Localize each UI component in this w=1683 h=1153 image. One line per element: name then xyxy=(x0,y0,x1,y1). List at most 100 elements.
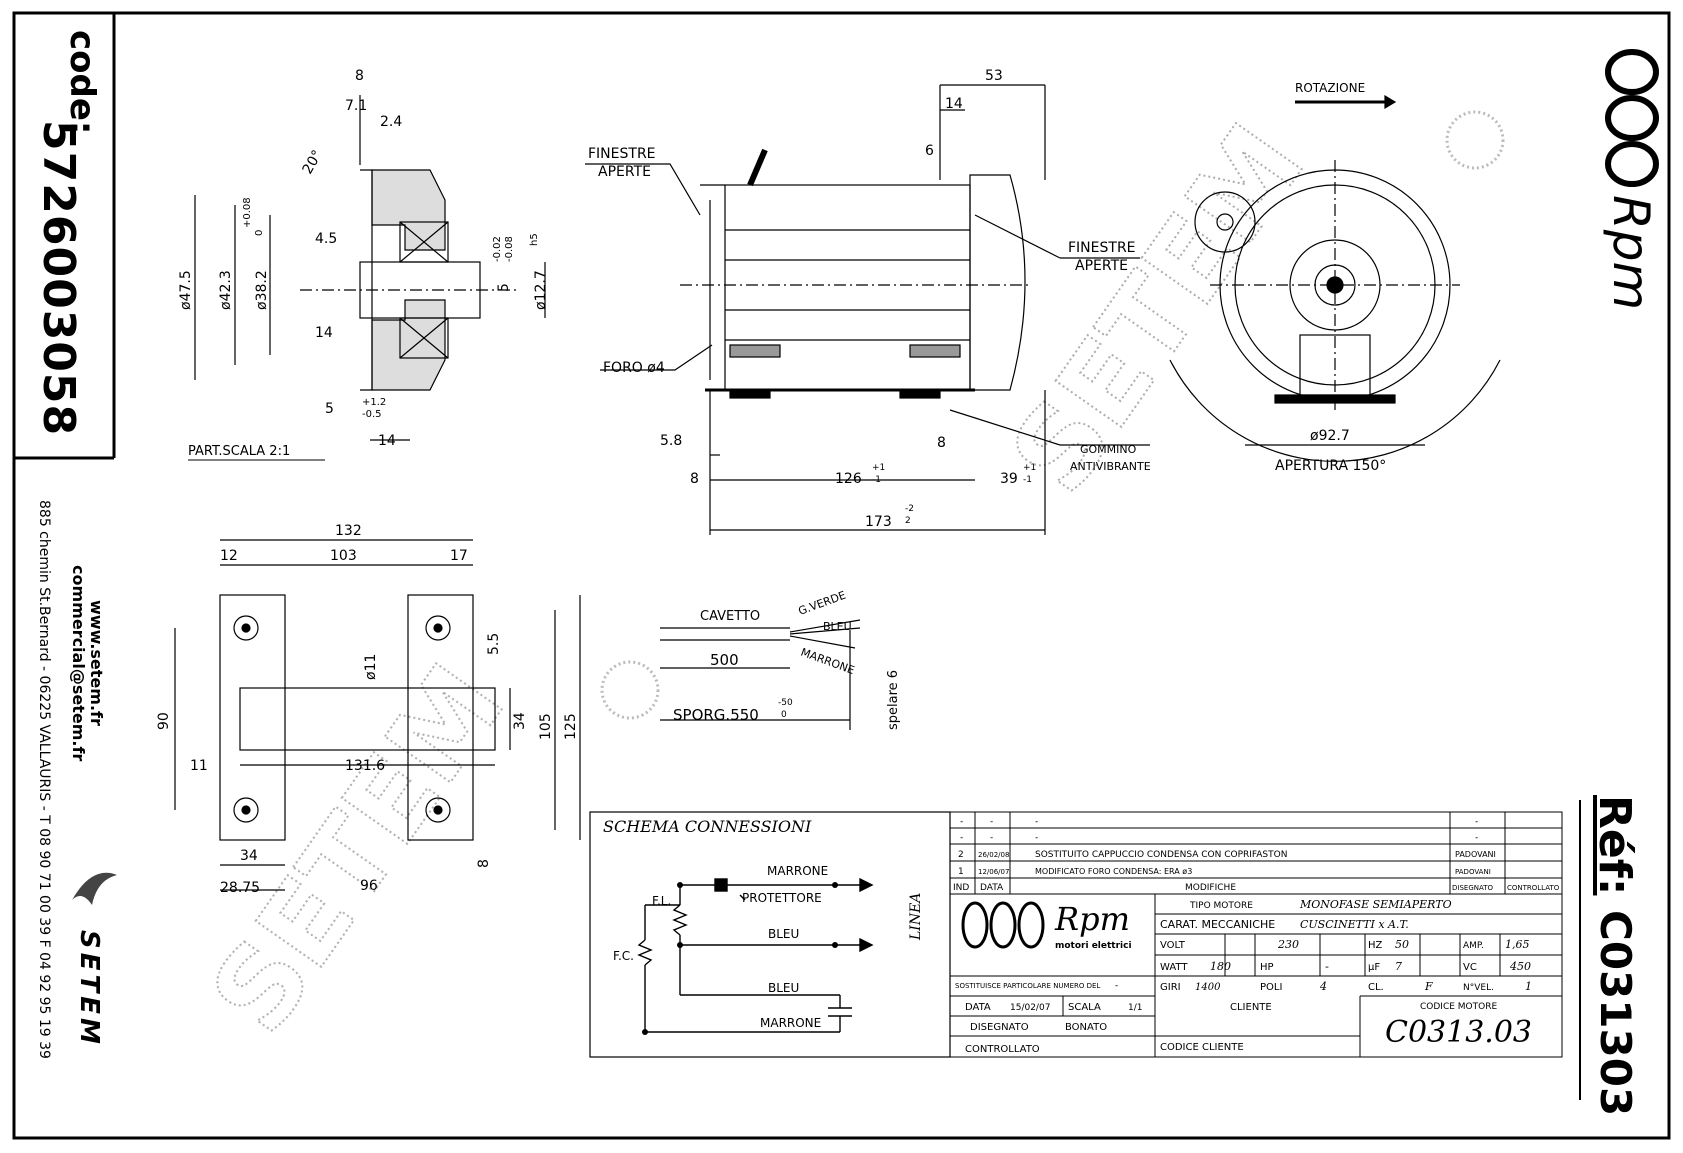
revisions-text: - - - - - - - - 2 26/02/08 SOSTITUITO CA… xyxy=(953,817,1560,893)
cable-cavetto: CAVETTO xyxy=(700,609,760,624)
dim: 11 xyxy=(190,758,208,774)
tb-scala-value: 1/1 xyxy=(1128,1003,1142,1013)
cable-bleu: BLEU xyxy=(823,620,852,633)
rotation-label: ROTAZIONE xyxy=(1295,81,1365,95)
rev-dis: PADOVANI xyxy=(1455,850,1496,859)
dim: 8 xyxy=(690,471,699,487)
title-block-text: Rpm motori elettrici TIPO MOTORE MONOFAS… xyxy=(955,898,1532,1055)
ref-value: C031303 xyxy=(1591,910,1640,1117)
aperture-label: APERTURA 150° xyxy=(1275,458,1386,474)
dim: 17 xyxy=(450,548,468,564)
dim: 28.75 xyxy=(220,880,260,896)
tb-vc-value: 450 xyxy=(1509,960,1531,973)
rev-empty-data: - xyxy=(990,817,993,827)
rev-header-dis: DISEGNATO xyxy=(1452,884,1494,892)
tb-brand-sub: motori elettrici xyxy=(1055,941,1132,951)
cable-sporg: SPORG.550 xyxy=(673,706,759,724)
tb-codice-motore-value: C0313.03 xyxy=(1385,1015,1532,1050)
cable-sporg-tol-b: 0 xyxy=(781,710,787,720)
dim: 96 xyxy=(360,878,378,894)
tb-nvel-label: N°VEL. xyxy=(1463,983,1494,993)
tb-giri-label: GIRI xyxy=(1160,982,1181,993)
tb-nvel-value: 1 xyxy=(1525,980,1532,993)
tb-scala-label: SCALA xyxy=(1068,1002,1101,1013)
dim: 14 xyxy=(315,325,333,341)
dim: ø42.3 xyxy=(218,270,234,310)
tb-amp-label: AMP. xyxy=(1463,941,1484,951)
part-detail-caption: PART.SCALA 2:1 xyxy=(188,444,290,459)
label-gommino-1: GOMMINO xyxy=(1080,443,1137,456)
tb-uf-value: 7 xyxy=(1395,960,1402,973)
rev-empty-mod: - xyxy=(1035,817,1038,827)
part-detail-dims: 8 7.1 2.4 20° 4.5 +0.08 0 ø47.5 ø42.3 ø3… xyxy=(178,68,549,461)
setem-bird-icon xyxy=(72,872,117,905)
base-plate-view xyxy=(174,539,581,891)
dim: 8 xyxy=(476,859,492,868)
dim: 14 xyxy=(378,433,396,449)
tb-hz-label: HZ xyxy=(1368,940,1383,951)
rev-mod: SOSTITUITO CAPPUCCIO CONDENSA CON COPRIF… xyxy=(1035,850,1287,860)
tb-hp-label: HP xyxy=(1260,962,1274,973)
tb-tipo-value: MONOFASE SEMIAPERTO xyxy=(1299,898,1452,911)
dim: 105 xyxy=(538,713,554,740)
dim: 2.4 xyxy=(380,114,402,130)
rev-data: 12/06/07 xyxy=(978,868,1009,876)
watermark-circle-2 xyxy=(1445,110,1505,170)
code-label: code: xyxy=(62,30,102,135)
dim: 8 xyxy=(355,68,364,84)
schema-marrone-low: MARRONE xyxy=(760,1016,821,1030)
rev-empty-dis: - xyxy=(1475,833,1478,843)
dim: 90 xyxy=(156,712,172,730)
dim: 125 xyxy=(563,713,579,740)
tb-logo-coils xyxy=(961,901,1045,949)
schema-title: SCHEMA CONNESSIONI xyxy=(603,817,812,836)
rev-empty-dis: - xyxy=(1475,817,1478,827)
dim: 0 xyxy=(254,230,265,236)
cable-spelare: spelare 6 xyxy=(886,670,901,730)
dim: -2 xyxy=(905,504,914,514)
dim: -1 xyxy=(1023,475,1032,485)
tb-codice-motore-label: CODICE MOTORE xyxy=(1420,1002,1497,1012)
tb-cliente-label: CLIENTE xyxy=(1230,1002,1272,1013)
cable-sporg-tol-a: -50 xyxy=(778,698,793,708)
rev-ind: 2 xyxy=(958,850,964,860)
tb-amp-value: 1,65 xyxy=(1505,938,1530,951)
dim: 14 xyxy=(945,96,963,112)
tb-disegnato-label: DISEGNATO xyxy=(970,1022,1029,1033)
dim: 7.1 xyxy=(345,98,367,114)
dim: ø47.5 xyxy=(178,270,194,310)
schema-circuit xyxy=(637,877,874,1033)
dim: 5 xyxy=(325,401,334,417)
tb-volt-label: VOLT xyxy=(1160,940,1186,951)
tb-hp-value: - xyxy=(1325,960,1329,973)
dim: 103 xyxy=(330,548,357,564)
dim: ø12.7 xyxy=(533,270,549,310)
front-diameter: ø92.7 xyxy=(1310,428,1350,444)
rev-empty-ind: - xyxy=(960,817,963,827)
rev-dis: PADOVANI xyxy=(1455,868,1491,876)
watermark: SETEM SETEM xyxy=(185,101,1505,1056)
dim: 2 xyxy=(905,516,911,526)
dim: h5 xyxy=(529,233,540,246)
label-finestre-2a: FINESTRE xyxy=(1068,240,1136,256)
dim: 34 xyxy=(240,848,258,864)
dim: 173 xyxy=(865,514,892,530)
code-value: 5726003058 xyxy=(33,120,84,437)
dim: -0.08 xyxy=(504,236,515,262)
rev-header-data: DATA xyxy=(980,883,1004,893)
tb-vc-label: VC xyxy=(1463,962,1477,973)
cable-marrone: MARRONE xyxy=(799,646,856,677)
tb-data-label: DATA xyxy=(965,1002,991,1013)
tb-hz-value: 50 xyxy=(1395,938,1409,951)
watermark-text-1: SETEM xyxy=(186,642,528,1055)
tb-carat-value: CUSCINETTI x A.T. xyxy=(1300,918,1409,931)
tb-watt-label: WATT xyxy=(1160,962,1188,973)
dim: 5.8 xyxy=(660,433,682,449)
rev-empty-ind: - xyxy=(960,833,963,843)
rev-data: 26/02/08 xyxy=(978,851,1009,859)
dim: +1.2 xyxy=(362,397,386,408)
dim: +0.08 xyxy=(242,197,253,228)
rev-empty-data: - xyxy=(990,833,993,843)
label-finestre-1a: FINESTRE xyxy=(588,146,656,162)
